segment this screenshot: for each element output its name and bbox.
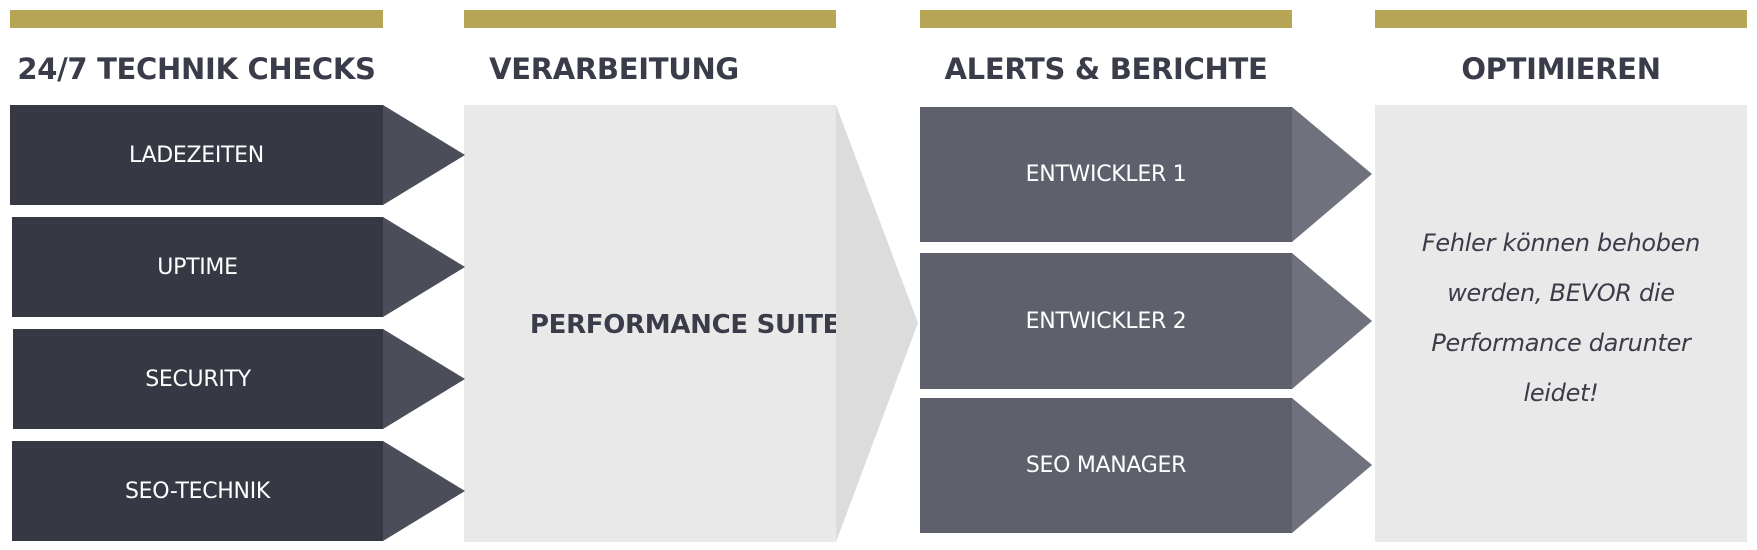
performance-suite-label: PERFORMANCE SUITE [529,310,841,340]
alert-entwickler-2: ENTWICKLER 2 [920,253,1292,389]
column-1-heading: 24/7 TECHNIK CHECKS [17,52,376,86]
alert-seo-manager: SEO MANAGER [920,398,1292,533]
optimize-note: Fehler können behoben werden, BEVOR die … [1375,218,1747,418]
check-uptime: UPTIME [12,217,383,317]
alert-arrow-2 [1292,253,1372,389]
optimize-note-line-4: leidet! [1523,379,1599,407]
column-2-top-bar [464,10,836,28]
optimize-note-line-3: Performance darunter [1431,329,1691,357]
optimize-note-line-2: werden, BEVOR die [1447,279,1675,307]
optimize-note-line-1: Fehler können behoben [1421,229,1701,257]
column-1-top-bar [10,10,383,28]
processing-panel [464,105,836,542]
column-3-heading: ALERTS & BERICHTE [944,52,1268,86]
column-4-top-bar [1375,10,1747,28]
check-seo-technik: SEO-TECHNIK [12,441,383,541]
check-arrow-1 [383,105,465,205]
column-4-heading: OPTIMIEREN [1461,52,1661,86]
processing-arrow [836,105,918,542]
alert-arrow-1 [1292,107,1372,242]
column-2-heading: VERARBEITUNG [489,52,739,86]
alert-entwickler-1: ENTWICKLER 1 [920,107,1292,242]
column-3-top-bar [920,10,1292,28]
check-arrow-3 [383,329,465,429]
check-arrow-2 [383,217,465,317]
optimize-panel [1375,105,1747,542]
alert-arrow-3 [1292,398,1372,533]
check-security: SECURITY [13,329,383,429]
check-ladezeiten: LADEZEITEN [10,105,383,205]
check-arrow-4 [383,441,465,541]
